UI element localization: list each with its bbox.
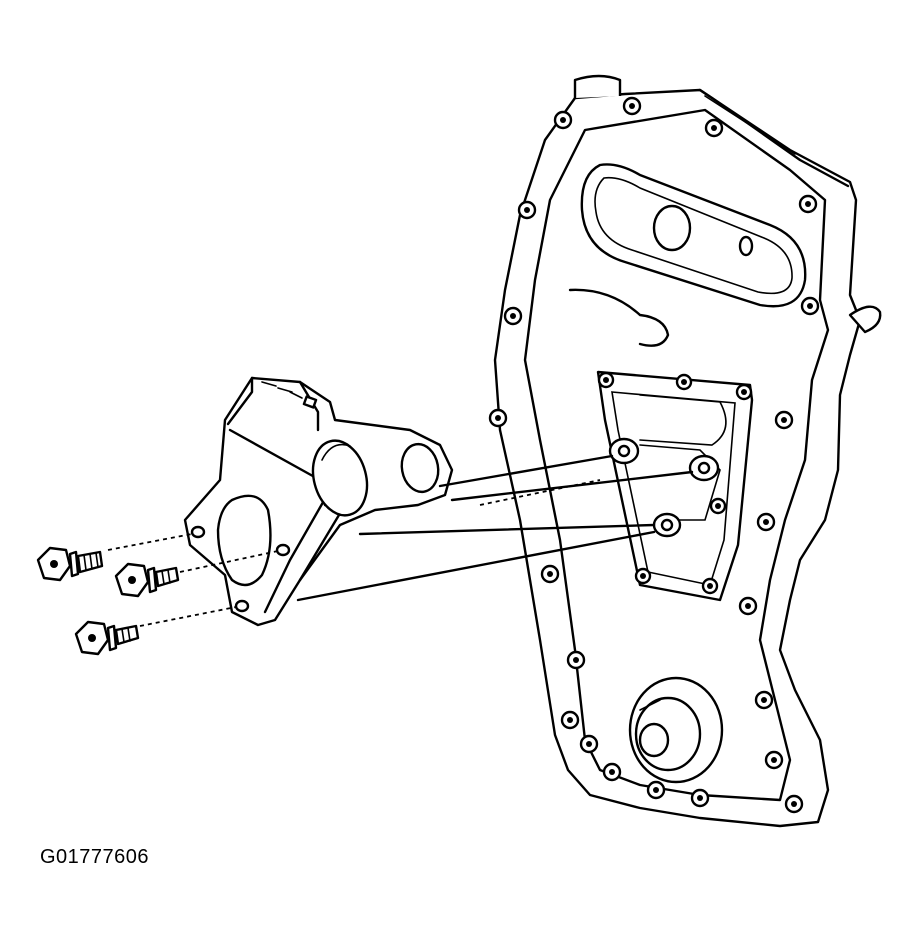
figure-id: G01777606 — [40, 846, 150, 868]
bolt-lower — [74, 620, 140, 656]
front-cover — [488, 74, 882, 828]
bolt-middle — [114, 562, 180, 598]
bracket — [183, 376, 454, 627]
alignment-lines — [107, 454, 694, 627]
cover-bolts — [488, 96, 820, 814]
bolt-upper — [36, 546, 104, 582]
